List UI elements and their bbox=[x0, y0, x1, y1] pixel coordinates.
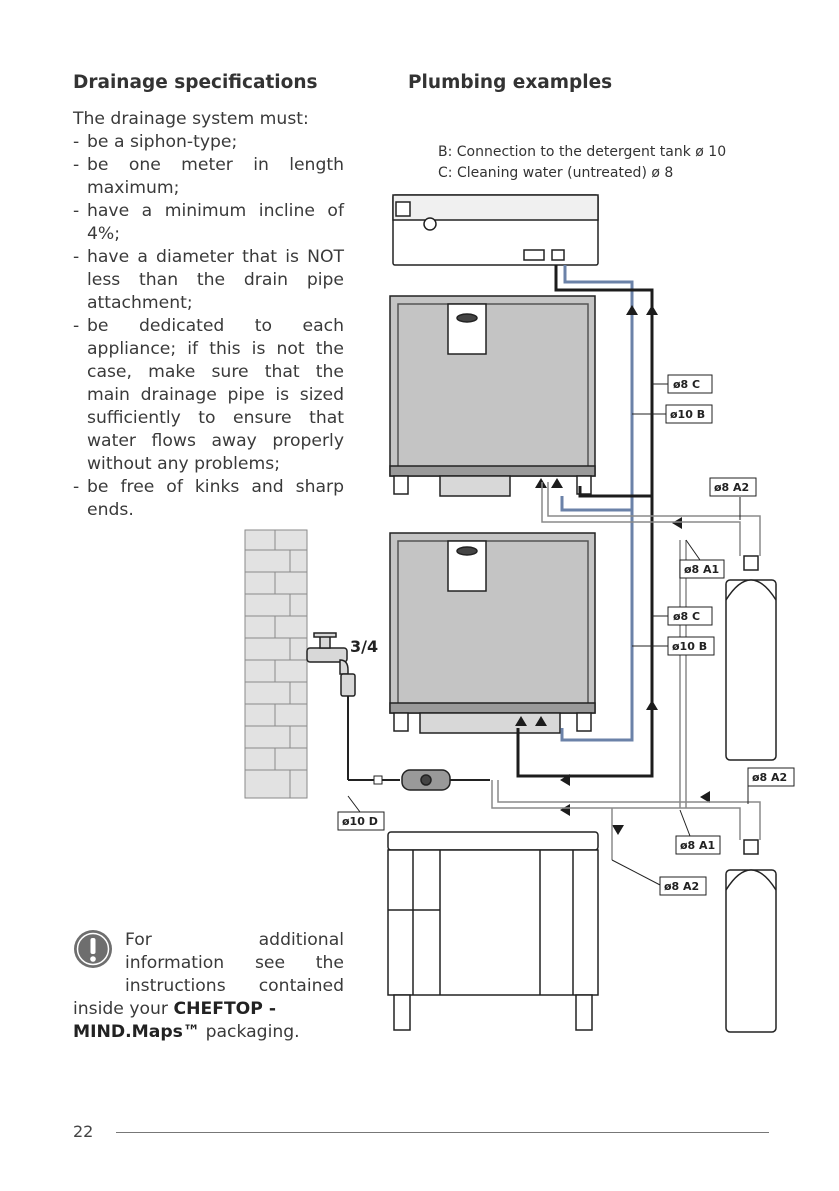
note-line-1: For additional bbox=[125, 930, 344, 950]
drainage-item: be one meter in length maximum; bbox=[73, 154, 344, 200]
flow-arrows bbox=[515, 305, 710, 835]
caption-c: C: Cleaning water (untreated) ø 8 bbox=[438, 165, 673, 181]
oven-stand bbox=[387, 831, 599, 1031]
drainage-item: have a diameter that is NOT less than th… bbox=[73, 246, 344, 315]
oven-bottom bbox=[389, 532, 596, 734]
label-d10: ø10 D bbox=[342, 815, 378, 828]
drainage-item: have a minimum incline of 4%; bbox=[73, 200, 344, 246]
tank-upper bbox=[725, 555, 777, 761]
label-a1-top: ø8 A1 bbox=[684, 563, 719, 576]
page-number: 22 bbox=[73, 1122, 94, 1141]
label-b10-mid: ø10 B bbox=[672, 640, 707, 653]
tank-lower bbox=[725, 839, 777, 1033]
oven-top bbox=[389, 295, 596, 497]
label-a1-bot: ø8 A1 bbox=[680, 839, 715, 852]
brick-wall bbox=[244, 529, 308, 799]
note-line-2: information see the bbox=[125, 953, 344, 973]
drainage-item: be a siphon-type; bbox=[73, 131, 344, 154]
pipe-b bbox=[560, 265, 634, 742]
caption-b: B: Connection to the detergent tank ø 10 bbox=[438, 144, 726, 160]
drainage-intro: The drainage system must: bbox=[73, 109, 309, 129]
note-line-4: inside your CHEFTOP - MIND.Maps™ packagi… bbox=[73, 999, 300, 1042]
drainage-heading: Drainage specifications bbox=[73, 72, 318, 93]
callout-labels bbox=[337, 374, 795, 896]
exclamation-icon bbox=[74, 930, 112, 968]
label-b10-top: ø10 B bbox=[670, 408, 705, 421]
tap-size-label: 3/4 bbox=[350, 637, 378, 656]
label-c8-mid: ø8 C bbox=[673, 610, 700, 623]
note-line-3: instructions contained bbox=[125, 976, 344, 996]
label-c8-top: ø8 C bbox=[673, 378, 700, 391]
label-a2-top: ø8 A2 bbox=[714, 481, 749, 494]
drainage-item: be free of kinks and sharp ends. bbox=[73, 476, 344, 522]
water-tap-icon bbox=[306, 632, 380, 781]
pipe-a bbox=[491, 482, 761, 860]
info-note: For additional information see the instr… bbox=[73, 929, 344, 1044]
drainage-text: The drainage system must: be a siphon-ty… bbox=[73, 108, 344, 522]
label-a2-bot: ø8 A2 bbox=[664, 880, 699, 893]
brand-name: CHEFTOP - MIND.Maps™ bbox=[73, 999, 276, 1042]
plumbing-heading: Plumbing examples bbox=[408, 72, 613, 93]
detergent-unit bbox=[392, 194, 599, 266]
label-a2-mid: ø8 A2 bbox=[752, 771, 787, 784]
drainage-item: be dedicated to each appliance; if this … bbox=[73, 315, 344, 476]
footer-rule bbox=[116, 1132, 769, 1133]
drainage-list: be a siphon-type; be one meter in length… bbox=[73, 131, 344, 522]
pipe-c bbox=[516, 265, 654, 778]
siphon-valve bbox=[401, 769, 451, 791]
